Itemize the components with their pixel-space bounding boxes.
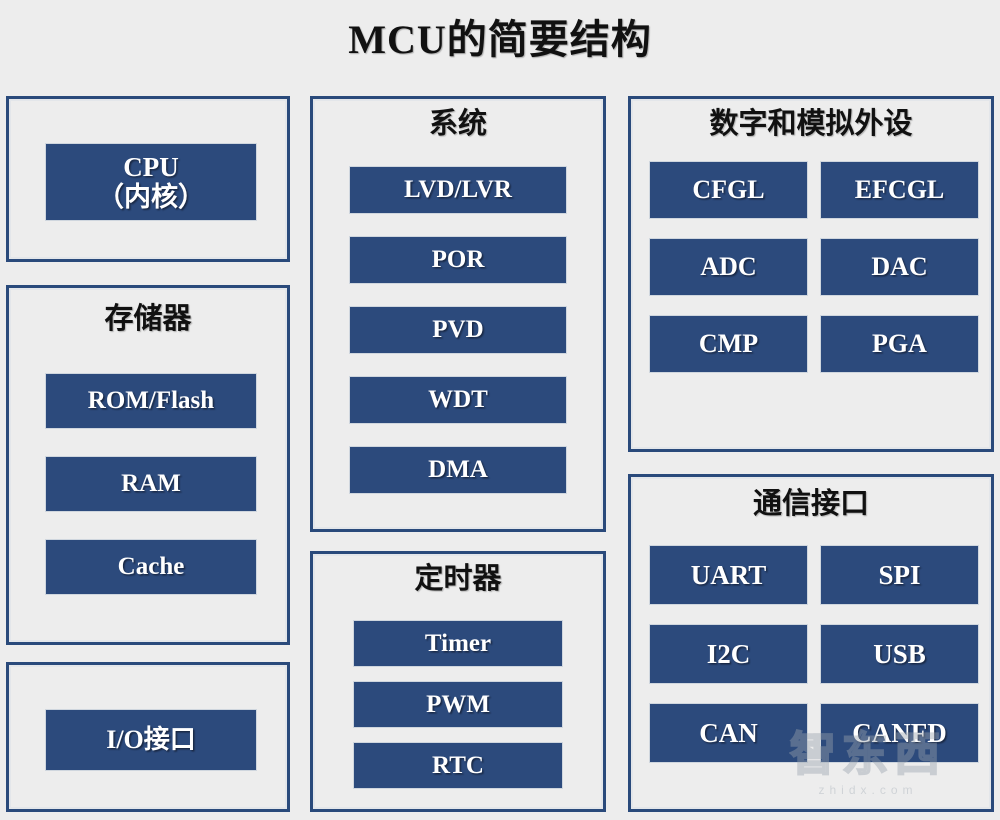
chip-cache[interactable]: Cache (45, 539, 257, 595)
chip-ram[interactable]: RAM (45, 456, 257, 512)
chip-rtc[interactable]: RTC (353, 742, 563, 789)
chip-uart[interactable]: UART (649, 545, 808, 605)
chip-pwm[interactable]: PWM (353, 681, 563, 728)
panel-peripherals: 数字和模拟外设 CFGL EFCGL ADC DAC CMP PGA (628, 96, 994, 452)
panel-memory-title: 存储器 (104, 303, 192, 335)
panel-communication: 通信接口 UART SPI I2C USB CAN CANFD (628, 474, 994, 812)
page-title: MCU的简要结构 (348, 17, 652, 62)
chip-dac[interactable]: DAC (820, 238, 979, 296)
chip-rom-flash[interactable]: ROM/Flash (45, 373, 257, 429)
chip-efcgl[interactable]: EFCGL (820, 161, 979, 219)
chip-cpu-line1: CPU (123, 151, 179, 182)
communication-grid: UART SPI I2C USB CAN CANFD (649, 545, 979, 763)
chip-timer[interactable]: Timer (353, 620, 563, 667)
chip-cpu[interactable]: CPU （内核） (45, 143, 257, 221)
panel-system: 系统 LVD/LVR POR PVD WDT DMA (310, 96, 606, 532)
chip-wdt[interactable]: WDT (349, 376, 567, 424)
chip-i2c[interactable]: I2C (649, 624, 808, 684)
panel-timer: 定时器 Timer PWM RTC (310, 551, 606, 812)
panel-cpu: CPU （内核） (6, 96, 290, 262)
chip-por[interactable]: POR (349, 236, 567, 284)
panel-system-title: 系统 (428, 108, 487, 140)
chip-can[interactable]: CAN (649, 703, 808, 763)
chip-spi[interactable]: SPI (820, 545, 979, 605)
panel-io: I/O接口 (6, 662, 290, 812)
panel-peripherals-title: 数字和模拟外设 (709, 108, 913, 140)
panel-communication-title: 通信接口 (752, 488, 869, 520)
chip-adc[interactable]: ADC (649, 238, 808, 296)
panel-memory: 存储器 ROM/Flash RAM Cache (6, 285, 290, 645)
chip-pvd[interactable]: PVD (349, 306, 567, 354)
panel-timer-title: 定时器 (414, 563, 502, 595)
chip-pga[interactable]: PGA (820, 315, 979, 373)
peripherals-grid: CFGL EFCGL ADC DAC CMP PGA (649, 161, 979, 373)
chip-cmp[interactable]: CMP (649, 315, 808, 373)
chip-usb[interactable]: USB (820, 624, 979, 684)
chip-canfd[interactable]: CANFD (820, 703, 979, 763)
chip-lvd-lvr[interactable]: LVD/LVR (349, 166, 567, 214)
chip-cfgl[interactable]: CFGL (649, 161, 808, 219)
chip-io-interface[interactable]: I/O接口 (45, 709, 257, 771)
chip-dma[interactable]: DMA (349, 446, 567, 494)
chip-cpu-line2: （内核） (97, 182, 205, 212)
